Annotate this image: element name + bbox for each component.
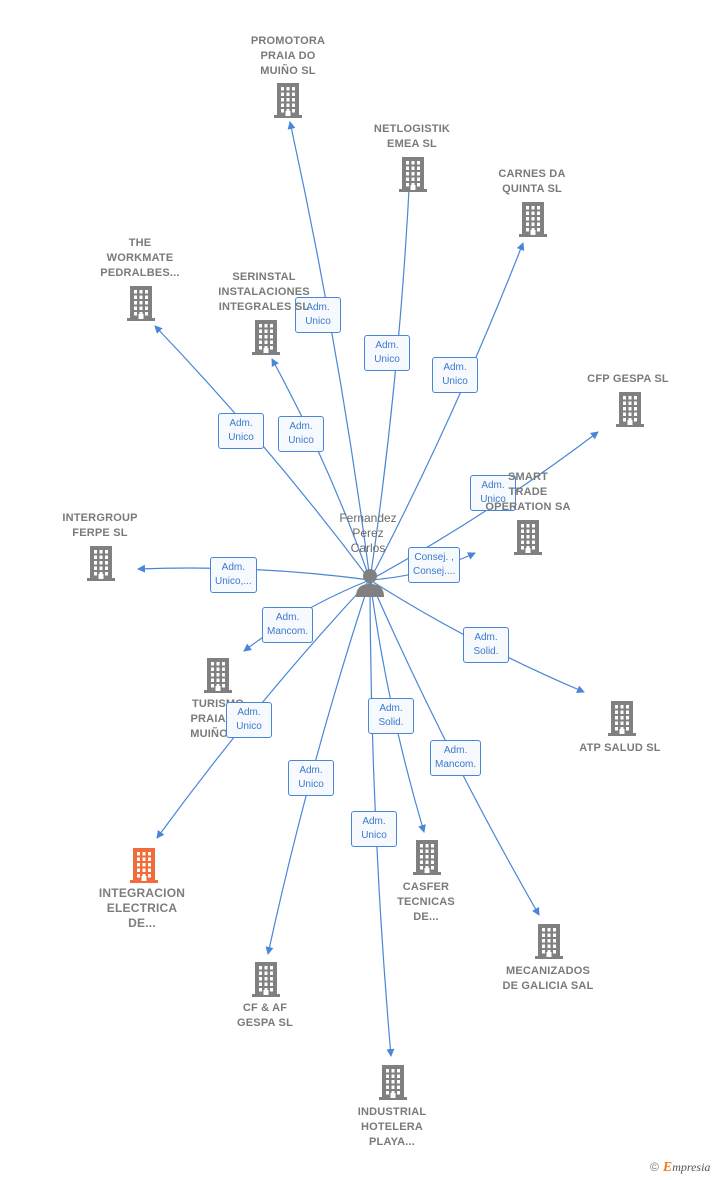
company-node-industrial[interactable]: INDUSTRIAL HOTELERA PLAYA...	[317, 1105, 467, 1150]
company-node-carnes[interactable]: CARNES DA QUINTA SL	[457, 167, 607, 197]
relation-badge-netlogistik[interactable]: Adm. Unico	[364, 335, 410, 371]
relation-badge-integracion[interactable]: Adm. Unico	[226, 702, 272, 738]
company-name[interactable]: ATP SALUD SL	[579, 742, 661, 754]
relation-badge-smart[interactable]: Consej. , Consej....	[408, 547, 461, 583]
relation-badge-atpsalud[interactable]: Adm. Solid.	[463, 627, 509, 663]
copyright-symbol: ©	[650, 1160, 659, 1174]
edge-workmate	[154, 325, 371, 581]
edge-carnes	[369, 242, 525, 581]
building-icon[interactable]	[397, 156, 429, 197]
relation-badge-promotora[interactable]: Adm. Unico	[295, 297, 341, 333]
building-icon[interactable]	[411, 839, 443, 880]
building-icon[interactable]	[250, 319, 282, 360]
building-icon[interactable]	[128, 847, 160, 888]
company-node-netlogistik[interactable]: NETLOGISTIK EMEA SL	[337, 122, 487, 152]
company-node-casfer[interactable]: CASFER TECNICAS DE...	[351, 880, 501, 925]
company-node-atpsalud[interactable]: ATP SALUD SL	[545, 741, 695, 756]
relation-badge-carnes[interactable]: Adm. Unico	[432, 357, 478, 393]
brand-logo-text: mpresia	[672, 1160, 711, 1174]
building-icon[interactable]	[250, 961, 282, 1002]
company-name[interactable]: NETLOGISTIK EMEA SL	[373, 123, 451, 150]
company-node-integracion[interactable]: INTEGRACION ELECTRICA DE...	[67, 886, 217, 931]
building-icon[interactable]	[272, 82, 304, 123]
relation-badge-serinstal[interactable]: Adm. Unico	[278, 416, 324, 452]
relation-badge-casfer[interactable]: Adm. Solid.	[368, 698, 414, 734]
company-node-workmate[interactable]: THE WORKMATE PEDRALBES...	[65, 236, 215, 281]
company-node-intergroup[interactable]: INTERGROUP FERPE SL	[25, 511, 175, 541]
company-node-serinstal[interactable]: SERINSTAL INSTALACIONES INTEGRALES SL	[189, 270, 339, 315]
company-name[interactable]: SMART TRADE OPERATION SA	[485, 471, 571, 513]
company-name[interactable]: CASFER TECNICAS DE...	[397, 881, 455, 923]
person-icon[interactable]	[354, 566, 386, 598]
relation-badge-industrial[interactable]: Adm. Unico	[351, 811, 397, 847]
relation-badge-cfpgespa[interactable]: Adm. Unico	[470, 475, 516, 511]
company-name[interactable]: INDUSTRIAL HOTELERA PLAYA...	[357, 1106, 427, 1148]
company-name[interactable]: THE WORKMATE PEDRALBES...	[100, 237, 180, 279]
building-icon[interactable]	[517, 201, 549, 242]
edge-netlogistik	[369, 169, 414, 581]
brand-logo-initial: E	[662, 1160, 673, 1175]
company-name[interactable]: CF & AF GESPA SL	[237, 1002, 293, 1029]
edge-promotora	[287, 121, 371, 581]
building-icon[interactable]	[85, 545, 117, 586]
relation-badge-intergroup[interactable]: Adm. Unico,...	[210, 557, 257, 593]
building-icon[interactable]	[606, 700, 638, 741]
company-name[interactable]: CARNES DA QUINTA SL	[498, 168, 566, 195]
building-icon[interactable]	[614, 391, 646, 432]
company-node-promotora[interactable]: PROMOTORA PRAIA DO MUIÑO SL	[213, 34, 363, 79]
company-node-smart[interactable]: SMART TRADE OPERATION SA	[453, 470, 603, 515]
company-name[interactable]: INTERGROUP FERPE SL	[62, 512, 138, 539]
relation-badge-cfaf[interactable]: Adm. Unico	[288, 760, 334, 796]
company-name[interactable]: MECANIZADOS DE GALICIA SAL	[502, 965, 594, 992]
relation-badge-turismo[interactable]: Adm. Mancom.	[262, 607, 314, 643]
building-icon[interactable]	[125, 285, 157, 326]
edge-serinstal	[271, 358, 371, 581]
company-node-cfaf[interactable]: CF & AF GESPA SL	[190, 1001, 340, 1031]
company-node-cfpgespa[interactable]: CFP GESPA SL	[553, 372, 703, 387]
relation-badge-mecanizados[interactable]: Adm. Mancom.	[430, 740, 482, 776]
building-icon[interactable]	[512, 519, 544, 560]
company-name[interactable]: SERINSTAL INSTALACIONES INTEGRALES SL	[218, 271, 310, 313]
building-icon[interactable]	[533, 923, 565, 964]
relation-badge-workmate[interactable]: Adm. Unico	[218, 413, 264, 449]
company-node-mecanizados[interactable]: MECANIZADOS DE GALICIA SAL	[473, 964, 623, 994]
company-name[interactable]: INTEGRACION ELECTRICA DE...	[98, 886, 186, 930]
center-person-name[interactable]: Fernandez Perez Carlos	[339, 511, 397, 555]
company-name[interactable]: CFP GESPA SL	[587, 373, 669, 385]
company-name[interactable]: PROMOTORA PRAIA DO MUIÑO SL	[250, 35, 326, 77]
building-icon[interactable]	[377, 1064, 409, 1105]
building-icon[interactable]	[202, 657, 234, 698]
brand-footer: ©Empresia	[650, 1160, 710, 1176]
